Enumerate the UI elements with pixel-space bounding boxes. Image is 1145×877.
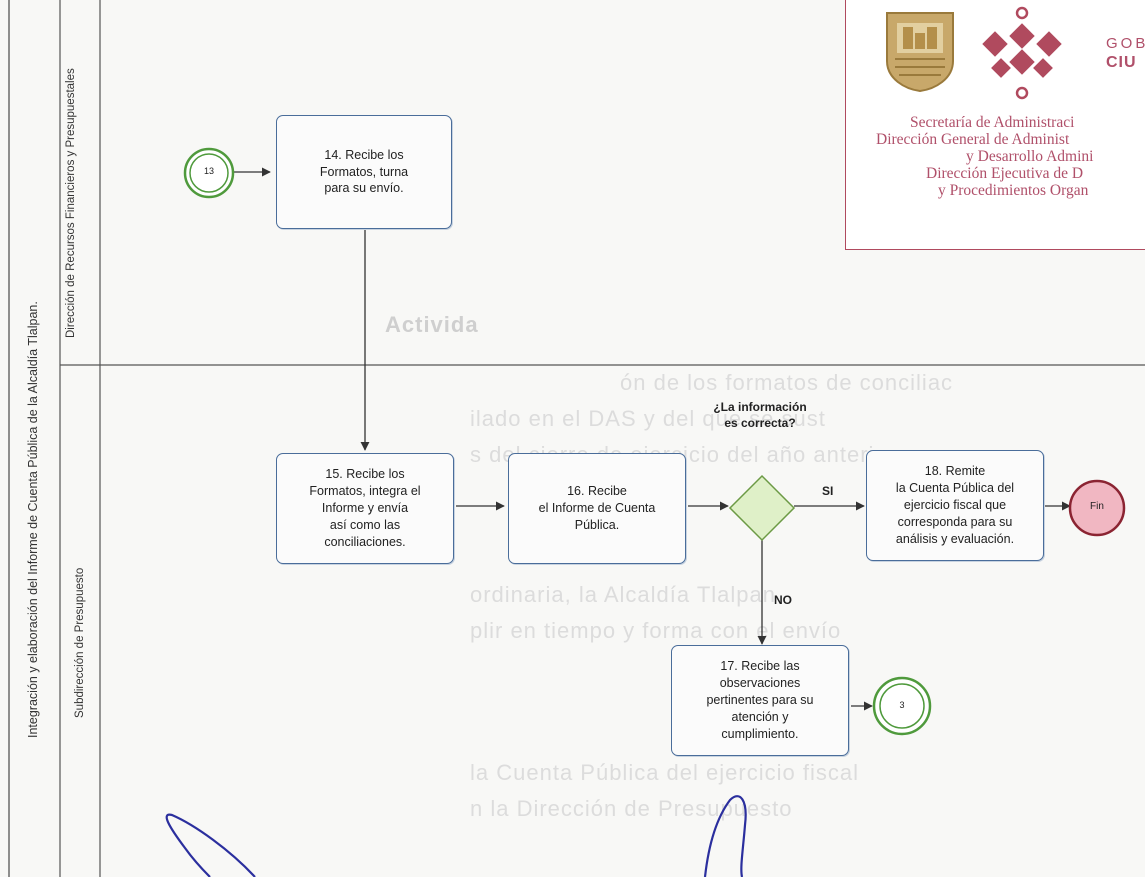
end-event-circle — [1068, 479, 1126, 537]
gateway-question: ¿La información es correcta? — [713, 400, 807, 431]
bleed-text: ón de los formatos de conciliac — [620, 370, 954, 395]
bleed-text: n la Dirección de Presupuesto — [470, 796, 793, 821]
lane-title-top: Dirección de Recursos Financieros y Pres… — [65, 68, 77, 338]
pool-title: Integración y elaboración del Informe de… — [26, 301, 40, 738]
flow-label-no: NO — [774, 593, 792, 607]
task-14: 14. Recibe los Formatos, turna para su e… — [276, 115, 452, 229]
header-card: GOB CIU Secretaría de Administraci Direc… — [845, 0, 1145, 250]
header-line: y Desarrollo Admini — [966, 148, 1094, 165]
coat-of-arms-logo — [886, 12, 954, 93]
bleed-text: ordinaria, la Alcaldía Tlalpan — [470, 582, 776, 607]
task-18: 18. Remite la Cuenta Pública del ejercic… — [866, 450, 1044, 561]
task-16: 16. Recibe el Informe de Cuenta Pública. — [508, 453, 686, 564]
lane-title-bottom: Subdirección de Presupuesto — [74, 567, 86, 718]
header-line: Secretaría de Administraci — [910, 114, 1075, 131]
start-connector-label: 13 — [203, 166, 214, 176]
task-17: 17. Recibe las observaciones pertinentes… — [671, 645, 849, 756]
flow-label-yes: SI — [822, 484, 834, 498]
decision-gateway — [728, 474, 796, 542]
task-15: 15. Recibe los Formatos, integra el Info… — [276, 453, 454, 564]
bleed-text: la Cuenta Pública del ejercicio fiscal — [470, 760, 859, 785]
offpage-connector-label: 3 — [899, 700, 905, 710]
end-event-label: Fin — [1090, 501, 1104, 512]
cdmx-emblem-logo — [982, 6, 1062, 100]
bleed-text: plir en tiempo y forma con el envío — [470, 618, 842, 643]
bleed-text: Activida — [385, 312, 479, 337]
header-line: Dirección Ejecutiva de D — [926, 165, 1084, 182]
header-line: y Procedimientos Organ — [938, 182, 1089, 199]
bleed-text: ilado en el DAS y del que se sust — [470, 406, 826, 431]
header-line: Dirección General de Administ — [876, 131, 1070, 148]
header-ciu-text: CIU — [1106, 54, 1137, 71]
header-gob-text: GOB — [1106, 35, 1145, 52]
